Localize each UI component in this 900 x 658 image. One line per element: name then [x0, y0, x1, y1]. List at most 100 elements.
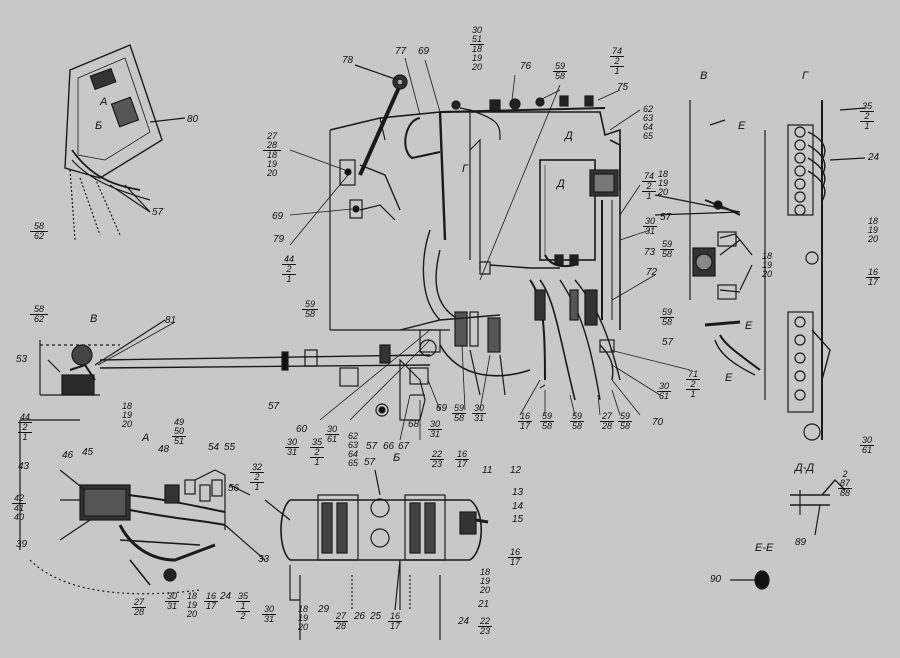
callout-22-23a: 22 23	[430, 450, 444, 469]
section-dd	[790, 478, 846, 536]
view-label-e2: Е	[725, 372, 733, 384]
callout-16e: 16	[388, 611, 402, 622]
callout-28b: 28	[133, 607, 144, 617]
callout-31h: 31	[473, 413, 484, 423]
callout-69b: 69	[272, 211, 284, 222]
callout-69c: 69	[436, 403, 448, 414]
callout-30-51-18-19-20: 30 51 18 19 20	[470, 26, 484, 72]
view-label-v: В	[90, 313, 98, 325]
callout-20f: 20	[479, 585, 490, 595]
callout-11: 11	[482, 465, 493, 476]
callout-40: 40	[13, 512, 24, 522]
callout-16-17f: 16 17	[866, 268, 880, 287]
callout-44a: 44	[282, 254, 296, 265]
callout-31g: 31	[429, 429, 440, 439]
callout-59h: 59	[553, 61, 567, 72]
callout-30-31c: 30 31	[285, 438, 299, 457]
callout-59e: 59	[540, 411, 554, 422]
callout-20i: 20	[471, 62, 482, 72]
callout-30-31g: 30 31	[428, 420, 442, 439]
callout-16-17c: 16 17	[455, 450, 469, 469]
brackets	[339, 159, 401, 221]
view-label-a2: А	[142, 432, 150, 444]
callout-58d: 58	[453, 413, 464, 423]
callout-1b: 1	[22, 432, 28, 442]
callout-57b: 57	[268, 401, 280, 412]
view-label-e3: Е	[738, 120, 746, 132]
callout-49: 49	[173, 417, 184, 427]
callout-74: 74	[610, 46, 624, 57]
callout-1c: 1	[690, 389, 696, 399]
callout-24: 24	[868, 152, 880, 163]
callout-21: 21	[478, 599, 490, 610]
callout-18-19-20d: 18 19 20	[760, 252, 774, 279]
callout-51b: 51	[470, 34, 484, 45]
callout-58j: 58	[661, 317, 672, 327]
callout-58a: 58	[30, 222, 48, 232]
callout-50: 50	[172, 426, 186, 437]
callout-19e: 19	[186, 600, 197, 610]
callout-19c: 19	[657, 178, 668, 188]
callout-58-62a: 58 62	[30, 222, 48, 241]
callout-31b: 31	[166, 601, 177, 611]
callout-59j: 59	[660, 307, 674, 318]
callout-30i: 30	[471, 25, 482, 35]
view-a-bottom	[19, 419, 266, 595]
callout-16d: 16	[508, 547, 522, 558]
callout-66: 66	[383, 441, 395, 452]
callout-25: 25	[370, 611, 382, 622]
callout-2i: 2	[642, 182, 656, 192]
callout-30f: 30	[325, 424, 339, 435]
callout-61c: 61	[326, 434, 337, 444]
callout-87: 87	[838, 478, 852, 489]
callout-71: 71	[686, 369, 700, 380]
callout-30a: 30	[657, 381, 671, 392]
callout-28c: 28	[335, 621, 346, 631]
callout-59-58e: 59 58	[540, 412, 554, 431]
callout-32: 32	[250, 462, 264, 473]
callout-1h: 1	[614, 66, 620, 76]
callout-1j: 1	[864, 121, 870, 131]
callout-59-58j: 59 58	[660, 308, 674, 327]
callout-16b: 16	[204, 591, 218, 602]
callout-44-2-1a: 44 2 1	[282, 255, 296, 284]
view-label-v2: В	[700, 70, 708, 82]
callout-62b2: 62	[347, 431, 358, 441]
section-ee	[730, 570, 770, 590]
callout-20d: 20	[761, 269, 772, 279]
callout-78: 78	[342, 55, 354, 66]
callout-22b: 22	[478, 616, 492, 627]
callout-59c: 59	[302, 300, 318, 310]
callout-17e: 17	[389, 621, 400, 631]
callout-20e: 20	[186, 609, 197, 619]
callout-39: 39	[16, 539, 28, 550]
callout-69a: 69	[418, 46, 430, 57]
callout-2g: 2	[842, 469, 848, 479]
view-label-dd: Д-Д	[795, 462, 815, 474]
callout-18-19-20g: 18 19 20	[296, 605, 310, 632]
callout-16g: 16	[518, 411, 532, 422]
callout-27a: 27	[266, 131, 277, 141]
callout-57e: 57	[364, 457, 376, 468]
callout-1d: 1	[236, 602, 250, 612]
callout-58e: 58	[541, 421, 552, 431]
callout-23a: 23	[431, 459, 442, 469]
callout-2f: 2	[310, 448, 324, 458]
rod-78	[354, 64, 408, 176]
callout-58i: 58	[661, 249, 672, 259]
callout-17b: 17	[205, 601, 216, 611]
callout-16-17e: 16 17	[388, 612, 402, 631]
callout-19h: 19	[867, 225, 878, 235]
callout-31d: 31	[263, 614, 274, 624]
callout-18d: 18	[761, 251, 772, 261]
callout-15: 15	[512, 514, 524, 525]
callout-16-17g: 16 17	[518, 412, 532, 431]
callout-28a: 28	[263, 141, 281, 151]
callout-30-31b: 30 31	[165, 592, 179, 611]
callout-32-2-1: 32 2 1	[250, 463, 264, 492]
callout-22a: 22	[430, 449, 444, 460]
callout-27d: 27	[600, 411, 614, 422]
view-label-g2: Г	[802, 70, 808, 82]
callout-30c: 30	[285, 437, 299, 448]
callout-58-62b: 58 62	[30, 305, 48, 324]
